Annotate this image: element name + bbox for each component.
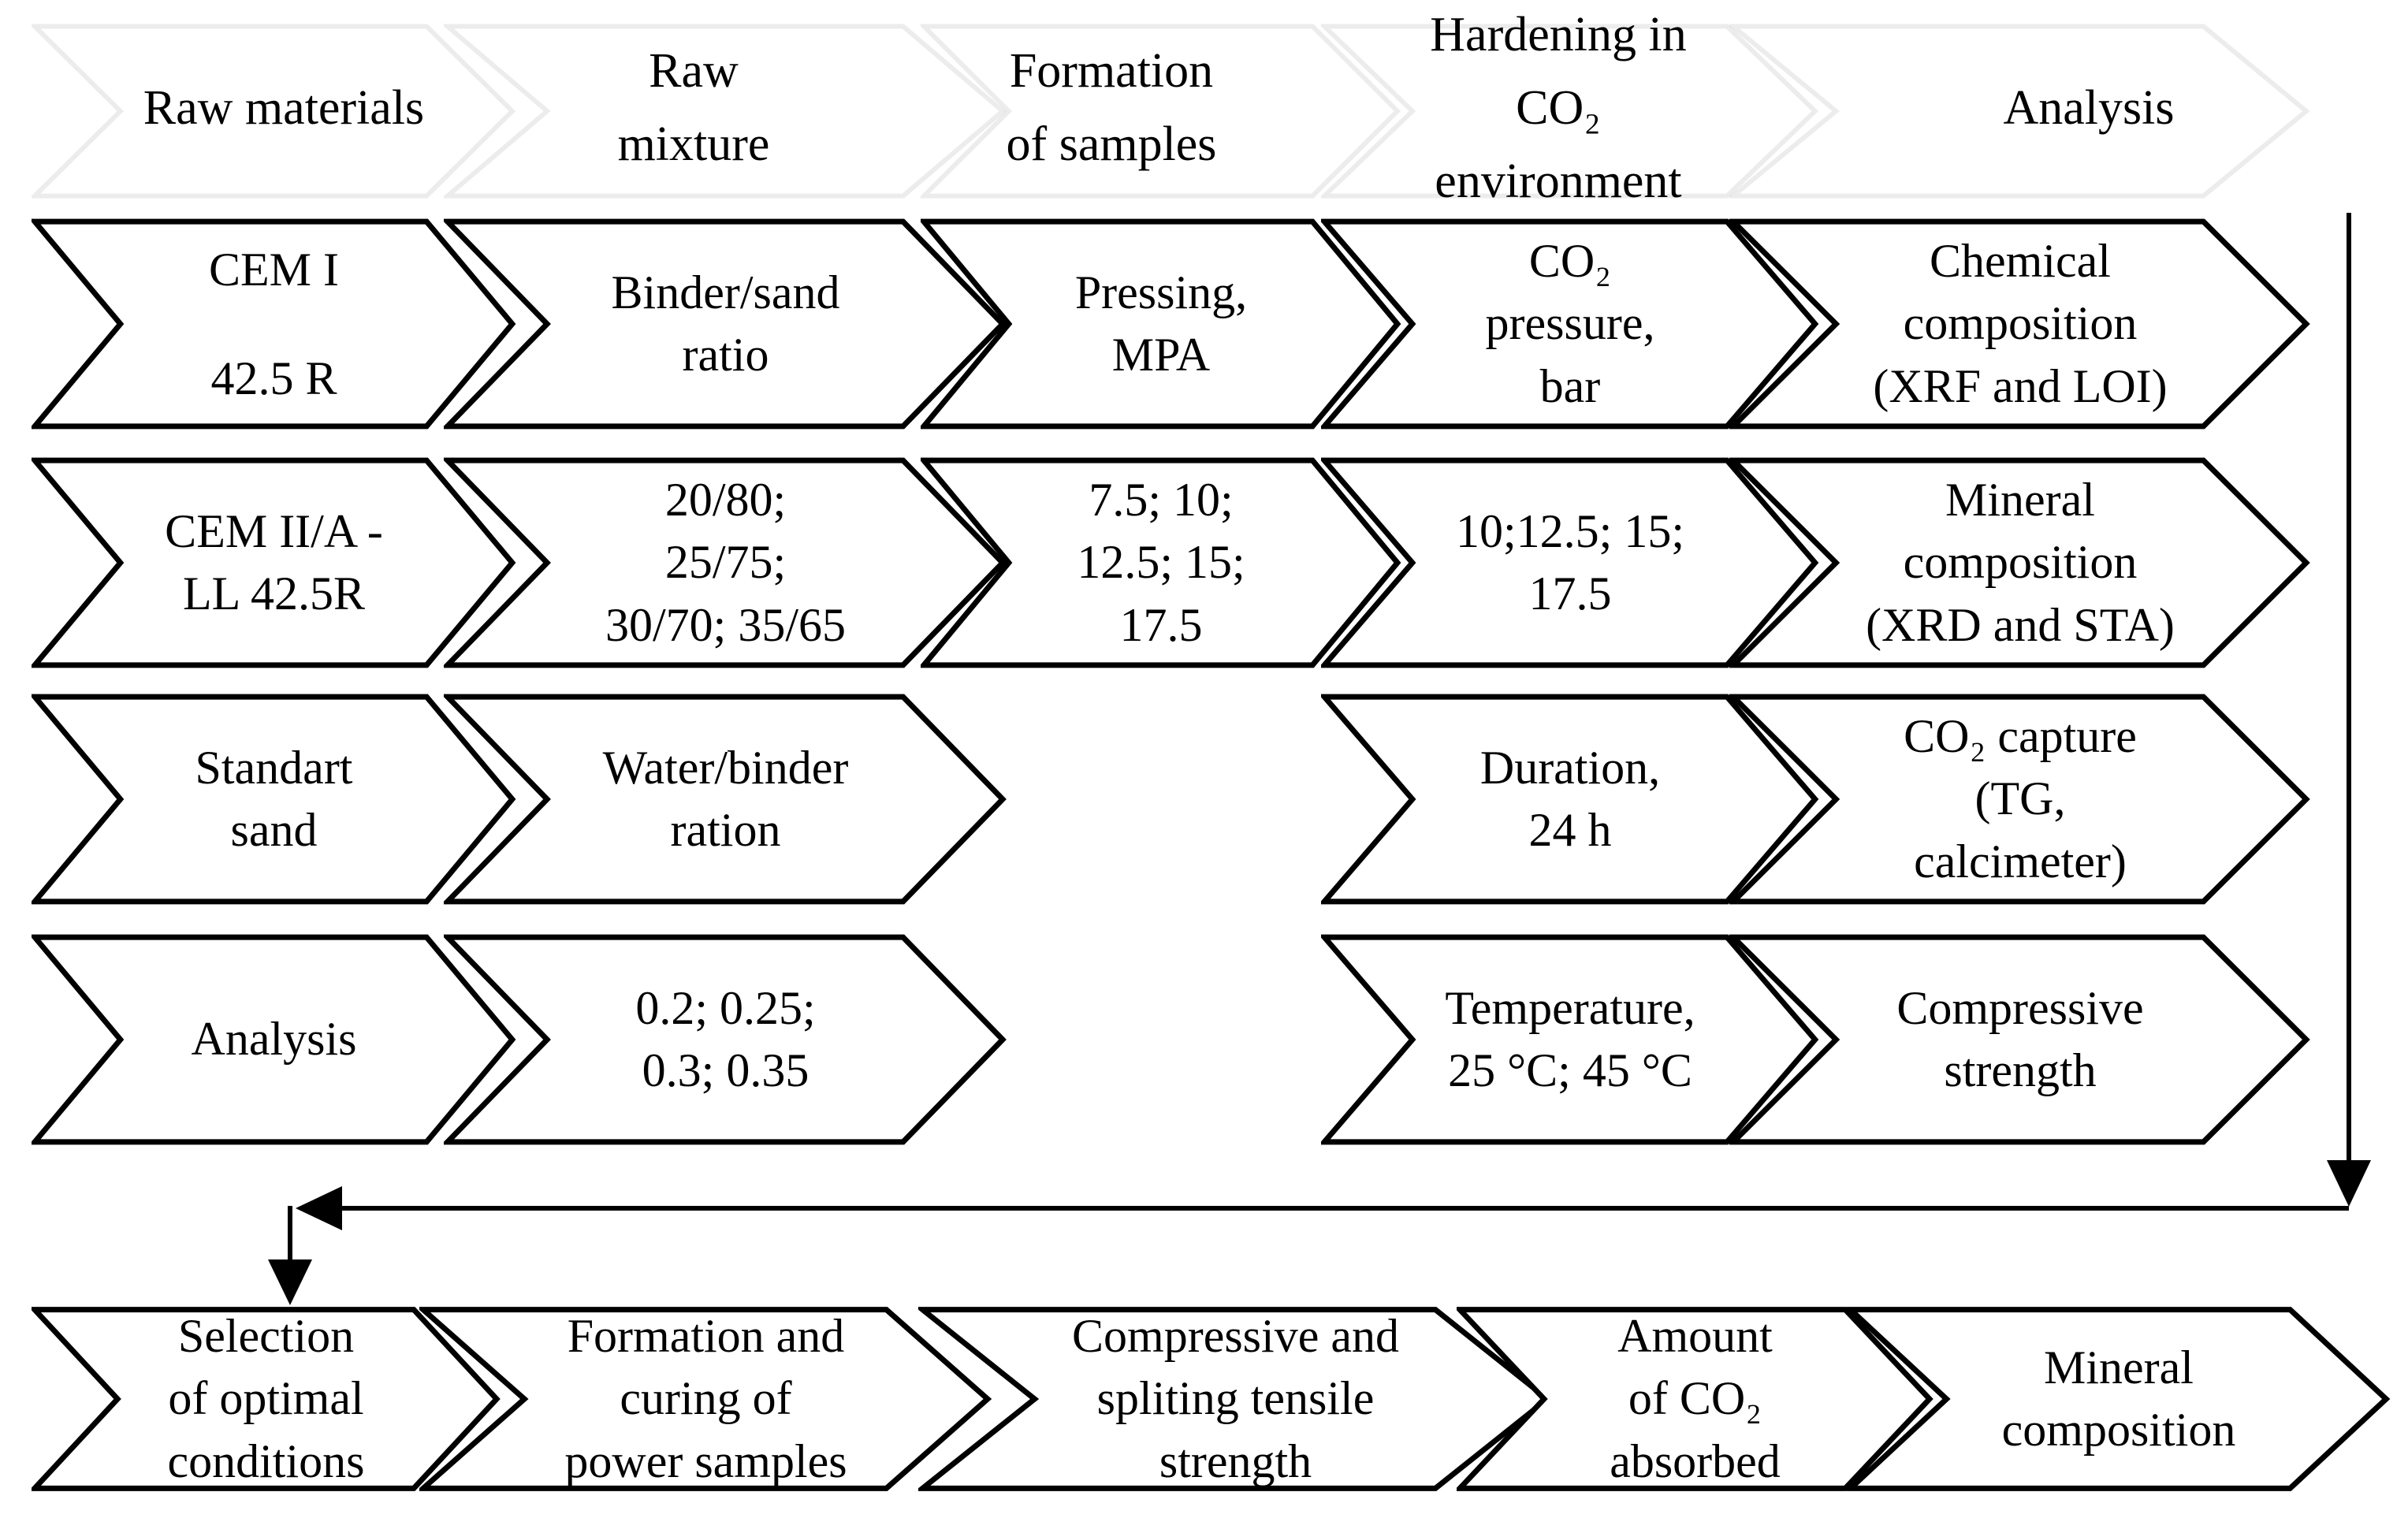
header-formation-of-samples: Formation of samples: [1006, 44, 1217, 171]
step-label: Mineral composition (XRD and STA): [1866, 474, 2175, 651]
step-water-binder-ration: Water/binder ration: [444, 694, 1007, 905]
step-label: Formation and curing of power samples: [564, 1310, 847, 1487]
chevron-shape: [444, 218, 1007, 430]
step-label: Binder/sand ratio: [611, 266, 840, 381]
step-duration-24h: Duration, 24 h: [1321, 694, 1819, 905]
chevron-shape: [921, 457, 1401, 668]
step-label: Water/binder ration: [602, 741, 849, 856]
step-binder-sand-values: 20/80; 25/75; 30/70; 35/65: [444, 457, 1007, 668]
chevron-shape: [1729, 694, 2311, 905]
step-label: 7.5; 10; 12.5; 15; 17.5: [1077, 474, 1245, 651]
step-analysis-raw: Analysis: [32, 934, 516, 1145]
header-ghost-chevron: [32, 24, 516, 199]
step-mineral-composition-xrd-sta: Mineral composition (XRD and STA): [1729, 457, 2311, 668]
step-chemical-composition-xrf-loi: Chemical composition (XRF and LOI): [1729, 218, 2311, 430]
chevron-shape: [1321, 457, 1819, 668]
step-cem-ii-a-ll-425r: CEM II/A - LL 42.5R: [32, 457, 516, 668]
step-cem-i-425r: CEM I 42.5 R: [32, 218, 516, 430]
header-raw-materials: Raw materials: [143, 80, 425, 135]
step-label: CO₂ capture (TG, calcimeter): [1904, 710, 2137, 887]
chevron-shape: [1457, 1307, 1933, 1491]
chevron-shape: [32, 934, 516, 1145]
chevron-shape: [32, 457, 516, 668]
step-co2-pressure-bar: CO₂ pressure, bar: [1321, 218, 1819, 430]
step-co2-pressure-values: 10;12.5; 15; 17.5: [1321, 457, 1819, 668]
step-label: Temperature, 25 °C; 45 °C: [1445, 981, 1695, 1096]
chevron-shape: [1847, 1307, 2391, 1491]
step-pressing-values: 7.5; 10; 12.5; 15; 17.5: [921, 457, 1401, 668]
chevron-shape: [1729, 934, 2311, 1145]
step-amount-co2-absorbed: Amount of CO₂ absorbed: [1457, 1307, 1933, 1491]
step-compressive-splitting-tensile: Compressive and spliting tensile strengt…: [918, 1307, 1553, 1491]
step-standart-sand: Standart sand: [32, 694, 516, 905]
step-mineral-composition-final: Mineral composition: [1847, 1307, 2391, 1491]
chevron-shape: [444, 934, 1007, 1145]
step-label: 20/80; 25/75; 30/70; 35/65: [605, 474, 846, 651]
step-label: 0.2; 0.25; 0.3; 0.35: [635, 981, 816, 1096]
step-label: Selection of optimal conditions: [167, 1310, 365, 1487]
step-label: Duration, 24 h: [1479, 741, 1661, 856]
step-co2-capture-tg-calcimeter: CO₂ capture (TG, calcimeter): [1729, 694, 2311, 905]
step-label: 10;12.5; 15; 17.5: [1455, 504, 1684, 619]
step-label: Standart sand: [195, 741, 353, 856]
chevron-shape: [1321, 934, 1819, 1145]
step-label: Pressing, MPA: [1074, 266, 1248, 381]
chevron-shape: [918, 1307, 1553, 1491]
step-label: Compressive strength: [1896, 981, 2144, 1096]
header-raw-mixture: Raw mixture: [617, 44, 770, 171]
header-ghost-chevron: [444, 24, 1007, 199]
chevron-shape: [1321, 694, 1819, 905]
chevron-shape: [1729, 218, 2311, 430]
step-label: Analysis: [191, 1013, 357, 1066]
header-ghost-chevron: [1729, 24, 2311, 199]
step-pressing-mpa: Pressing, MPA: [921, 218, 1401, 430]
step-label: Compressive and spliting tensile strengt…: [1072, 1310, 1399, 1487]
header-hardening-co2-environment: Hardening in CO₂ environment: [1430, 7, 1687, 208]
chevron-shape: [32, 218, 516, 430]
chevron-shape: [444, 694, 1007, 905]
step-temperature-values: Temperature, 25 °C; 45 °C: [1321, 934, 1819, 1145]
step-water-binder-values: 0.2; 0.25; 0.3; 0.35: [444, 934, 1007, 1145]
step-label: Amount of CO₂ absorbed: [1610, 1310, 1781, 1487]
chevron-shape: [444, 457, 1007, 668]
step-label: Mineral composition: [2001, 1341, 2236, 1456]
chevron-shape: [1321, 218, 1819, 430]
chevron-shape: [921, 218, 1401, 430]
header-ghost-chevron: [921, 24, 1401, 199]
chevron-shape: [32, 1307, 501, 1491]
chevron-shape: [419, 1307, 992, 1491]
step-label: Chemical composition (XRF and LOI): [1873, 235, 2168, 412]
header-analysis: Analysis: [2003, 80, 2175, 135]
step-binder-sand-ratio: Binder/sand ratio: [444, 218, 1007, 430]
step-formation-curing-power-samples: Formation and curing of power samples: [419, 1307, 992, 1491]
step-selection-optimal-conditions: Selection of optimal conditions: [32, 1307, 501, 1491]
step-label: CEM II/A - LL 42.5R: [165, 504, 383, 619]
step-compressive-strength: Compressive strength: [1729, 934, 2311, 1145]
step-label: CEM I 42.5 R: [209, 244, 339, 404]
chevron-shape: [1729, 457, 2311, 668]
header-ghost-chevron: [1321, 24, 1819, 199]
chevron-shape: [32, 694, 516, 905]
step-label: CO₂ pressure, bar: [1485, 235, 1655, 412]
